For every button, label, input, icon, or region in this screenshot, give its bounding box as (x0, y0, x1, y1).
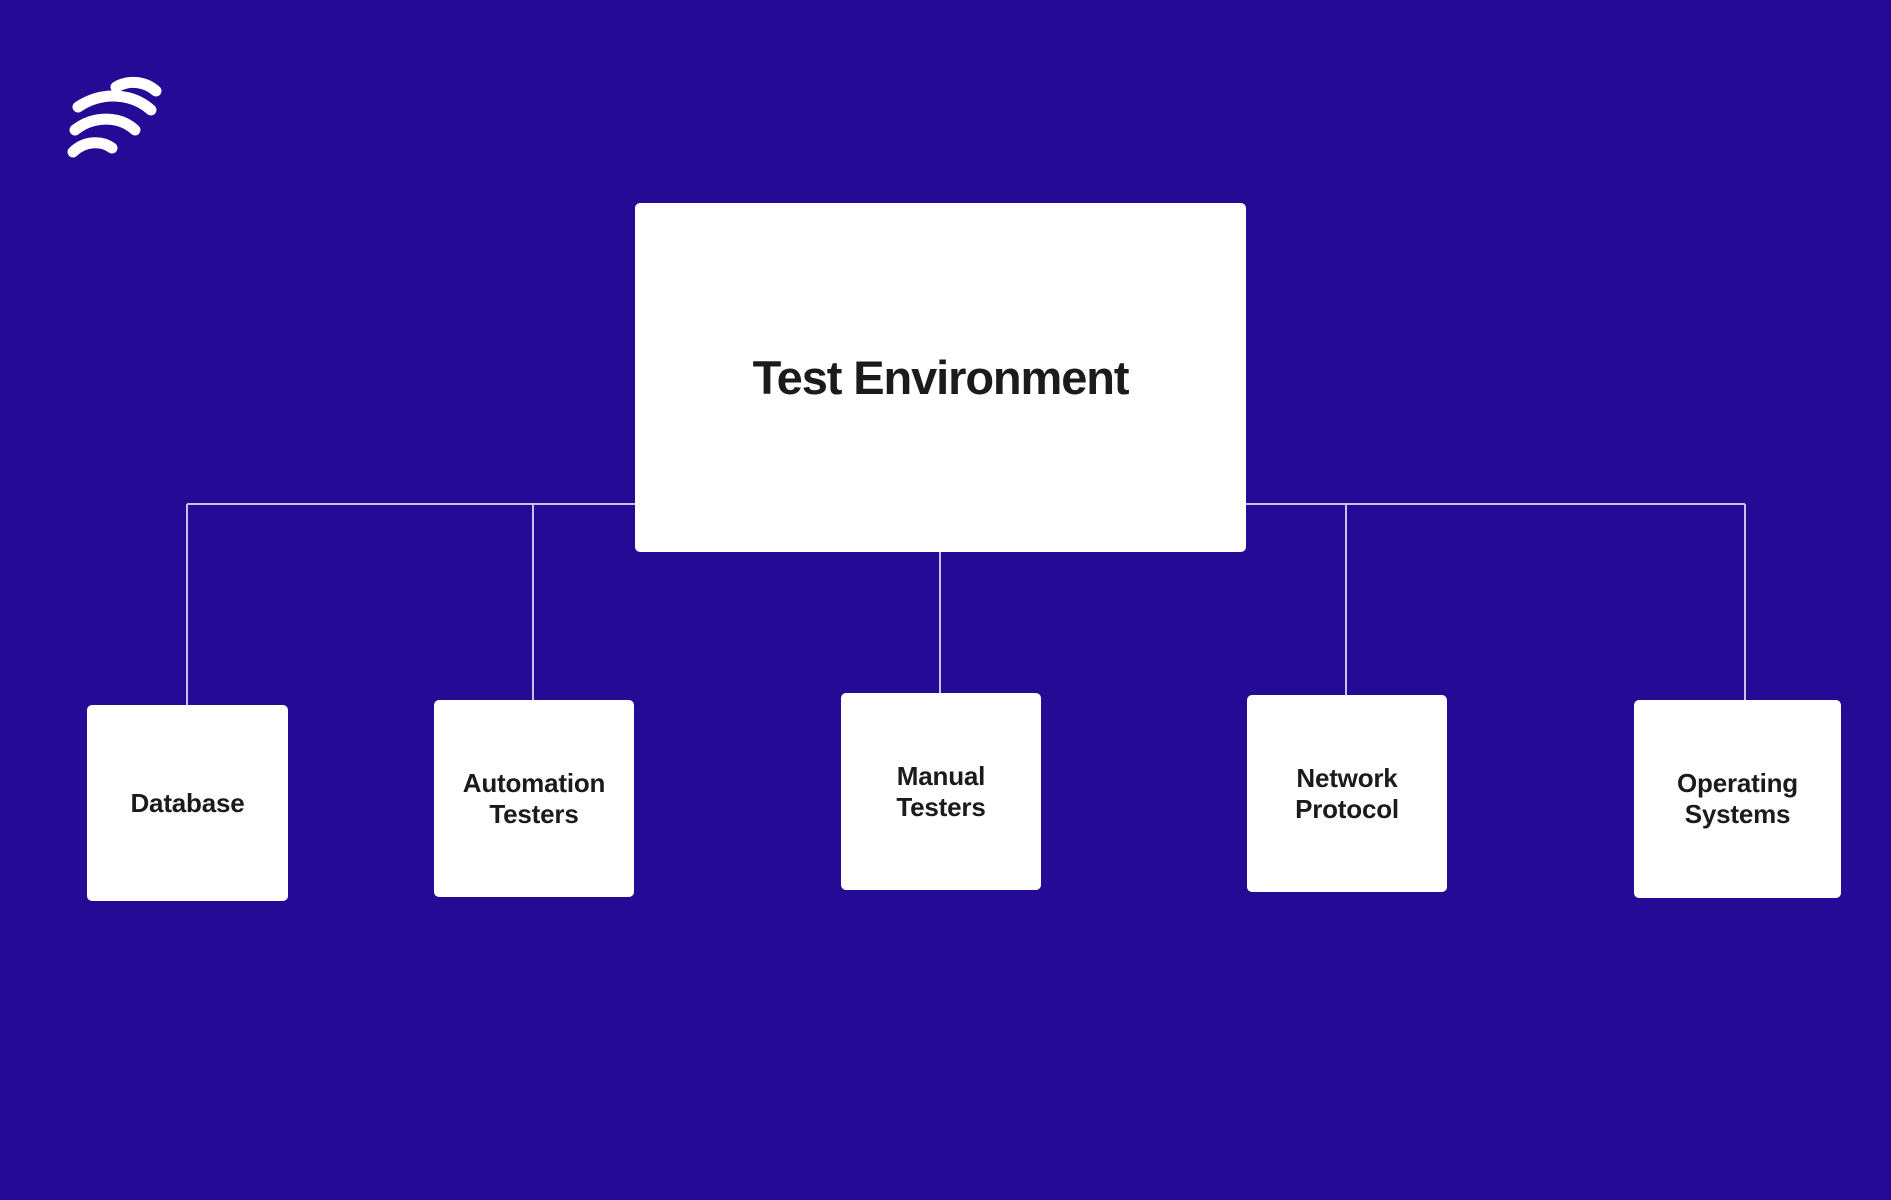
node-manual-testers[interactable]: Manual Testers (841, 693, 1041, 890)
node-manual-testers-label: Manual Testers (896, 760, 986, 822)
node-database-label: Database (130, 787, 245, 818)
node-network-protocol[interactable]: Network Protocol (1247, 695, 1447, 892)
node-database[interactable]: Database (87, 705, 288, 901)
node-test-environment[interactable]: Test Environment (635, 203, 1246, 552)
node-automation-testers-label: Automation Testers (462, 767, 606, 829)
node-operating-systems[interactable]: Operating Systems (1634, 700, 1841, 898)
node-test-environment-label: Test Environment (752, 350, 1130, 404)
node-automation-testers[interactable]: Automation Testers (434, 700, 634, 897)
signal-waves-logo (67, 76, 162, 158)
node-operating-systems-label: Operating Systems (1677, 768, 1798, 829)
node-network-protocol-label: Network Protocol (1295, 762, 1399, 824)
